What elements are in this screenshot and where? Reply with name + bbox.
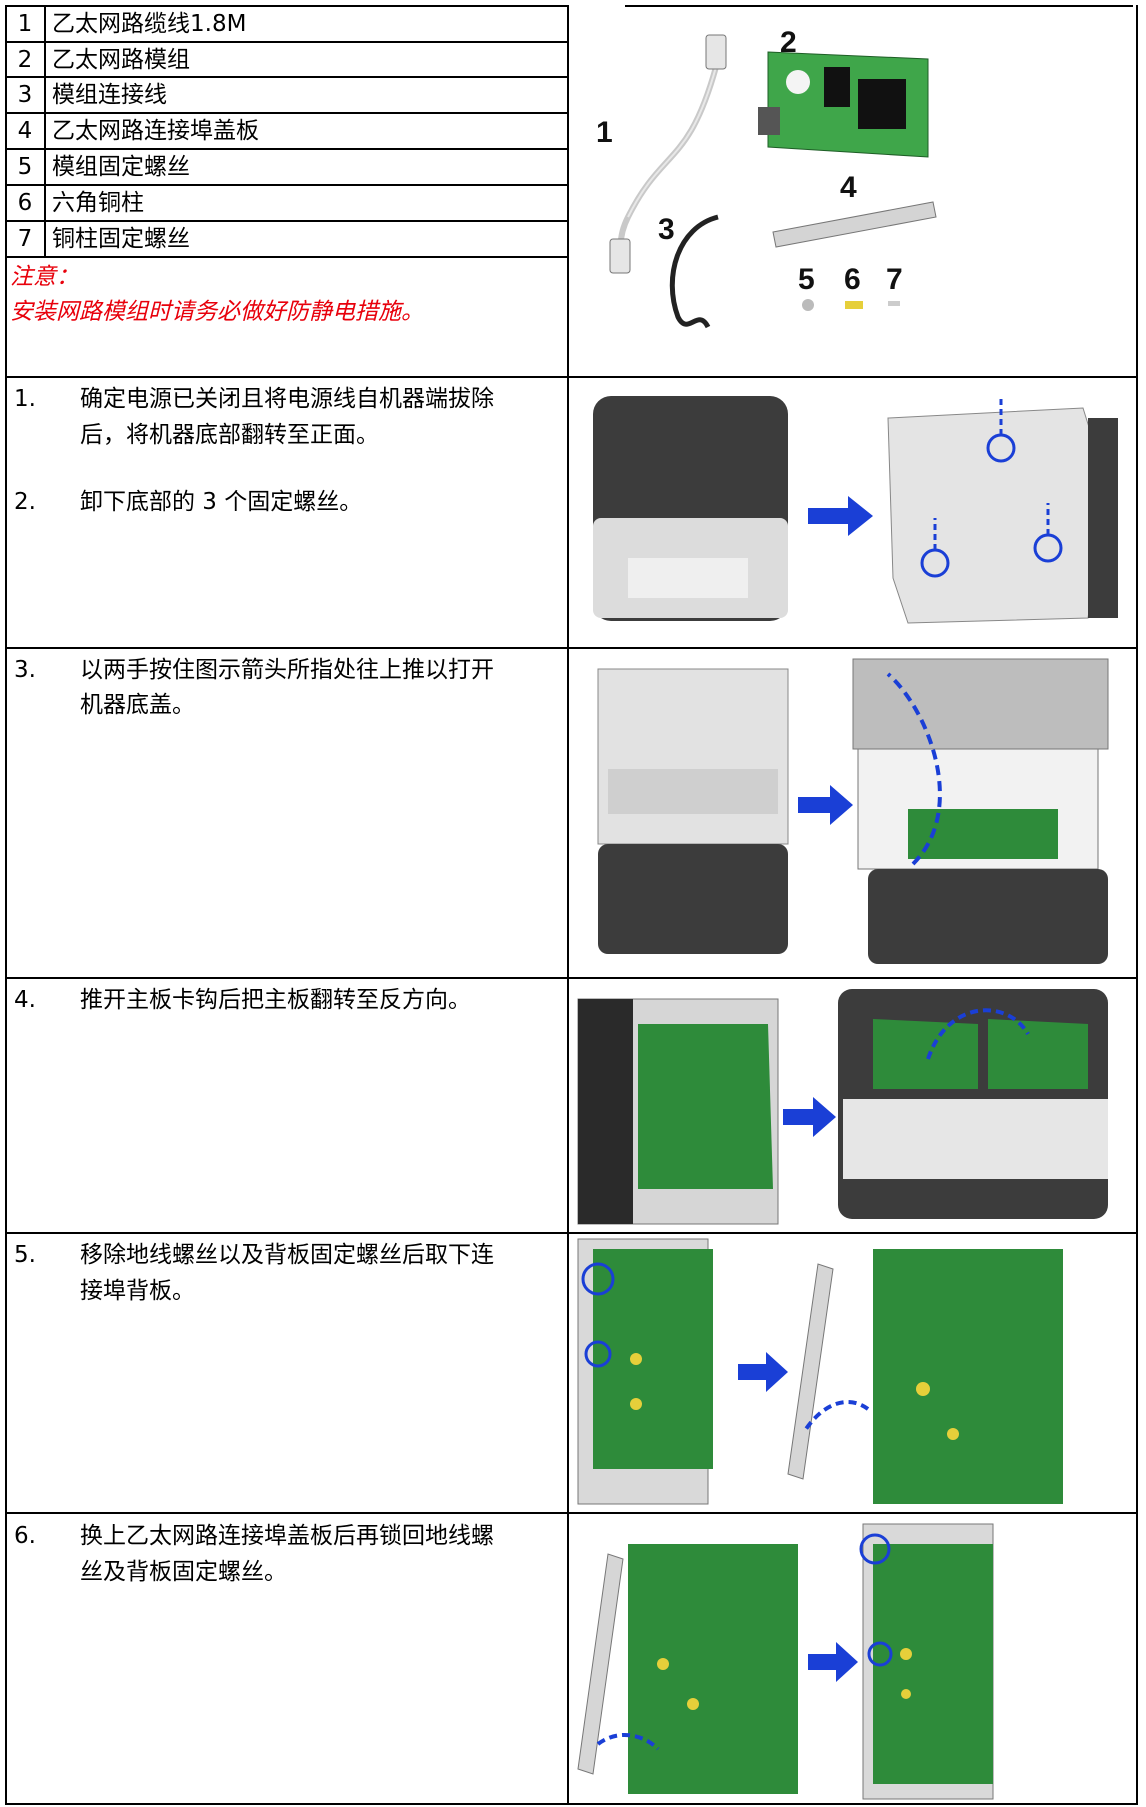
row-divider [5,76,567,78]
arrow-right-icon [808,496,873,536]
step-number: 6. [14,1523,36,1549]
row-divider [5,256,567,258]
parts-illustration: 1 2 3 4 5 6 7 [596,26,937,329]
arrow-right-icon [798,785,853,825]
part-name: 乙太网路连接埠盖板 [52,118,259,144]
section-divider [5,647,1138,649]
step-text-line2: 后，将机器底部翻转至正面。 [80,422,379,448]
part-number: 6 [17,190,33,216]
step-text-line2: 接埠背板。 [80,1278,195,1304]
part-name: 模组连接线 [52,82,167,108]
image-column-divider [567,5,569,1805]
part-number: 7 [17,226,33,252]
table-left-border [5,5,7,1805]
parts-label-2: 2 [780,26,797,59]
row-divider [5,41,567,43]
section-divider [5,376,1138,378]
row-divider [5,184,567,186]
arrow-right-icon [738,1352,788,1392]
step-6-illustration [577,1523,994,1800]
part-number: 1 [17,11,33,37]
section-divider [5,1512,1138,1514]
step-5-illustration [577,1238,1063,1505]
parts-label-1: 1 [596,116,613,149]
section-divider [5,1232,1138,1234]
row-divider [5,148,567,150]
table-bottom-border [5,1803,1138,1805]
part-name: 铜柱固定螺丝 [52,226,190,252]
parts-label-4: 4 [840,171,857,204]
step-text-line1: 换上乙太网路连接埠盖板后再锁回地线螺 [80,1523,494,1549]
step-text-line2: 机器底盖。 [80,692,195,718]
row-divider [5,220,567,222]
step-number: 4. [14,987,36,1013]
part-number: 3 [17,82,33,108]
step-number: 2. [14,489,36,515]
part-name: 模组固定螺丝 [52,154,190,180]
parts-label-3: 3 [658,213,675,246]
table-top-border-right [625,5,1133,7]
parts-label-7: 7 [886,263,903,296]
parts-label-5: 5 [798,263,815,296]
step-number: 1. [14,386,36,412]
arrow-right-icon [808,1642,858,1682]
part-name: 乙太网路缆线1.8M [52,11,247,37]
part-number: 5 [17,154,33,180]
number-column-divider [44,5,46,258]
section-divider [5,977,1138,979]
step-text-line1: 卸下底部的 3 个固定螺丝。 [80,489,363,515]
part-number: 4 [17,118,33,144]
arrow-right-icon [783,1097,836,1137]
step-text-line1: 确定电源已关闭且将电源线自机器端拔除 [80,386,494,412]
part-number: 2 [17,47,33,73]
notice-text: 安装网路模组时请务必做好防静电措施。 [10,299,424,325]
step-text-line1: 推开主板卡钩后把主板翻转至反方向。 [80,987,471,1013]
part-name: 六角铜柱 [52,190,144,216]
notice-title: 注意： [10,264,79,290]
step-3-illustration [597,658,1109,964]
step-4-illustration [577,989,1108,1225]
part-name: 乙太网路模组 [52,47,190,73]
step-number: 3. [14,657,36,683]
step-1-2-illustration [593,396,1118,624]
table-top-border [5,5,567,7]
step-text-line2: 丝及背板固定螺丝。 [80,1559,287,1585]
row-divider [5,112,567,114]
parts-label-6: 6 [844,263,861,296]
step-text-line1: 移除地线螺丝以及背板固定螺丝后取下连 [80,1242,494,1268]
step-text-line1: 以两手按住图示箭头所指处往上推以打开 [80,657,494,683]
table-right-border [1136,5,1138,1805]
step-number: 5. [14,1242,36,1268]
